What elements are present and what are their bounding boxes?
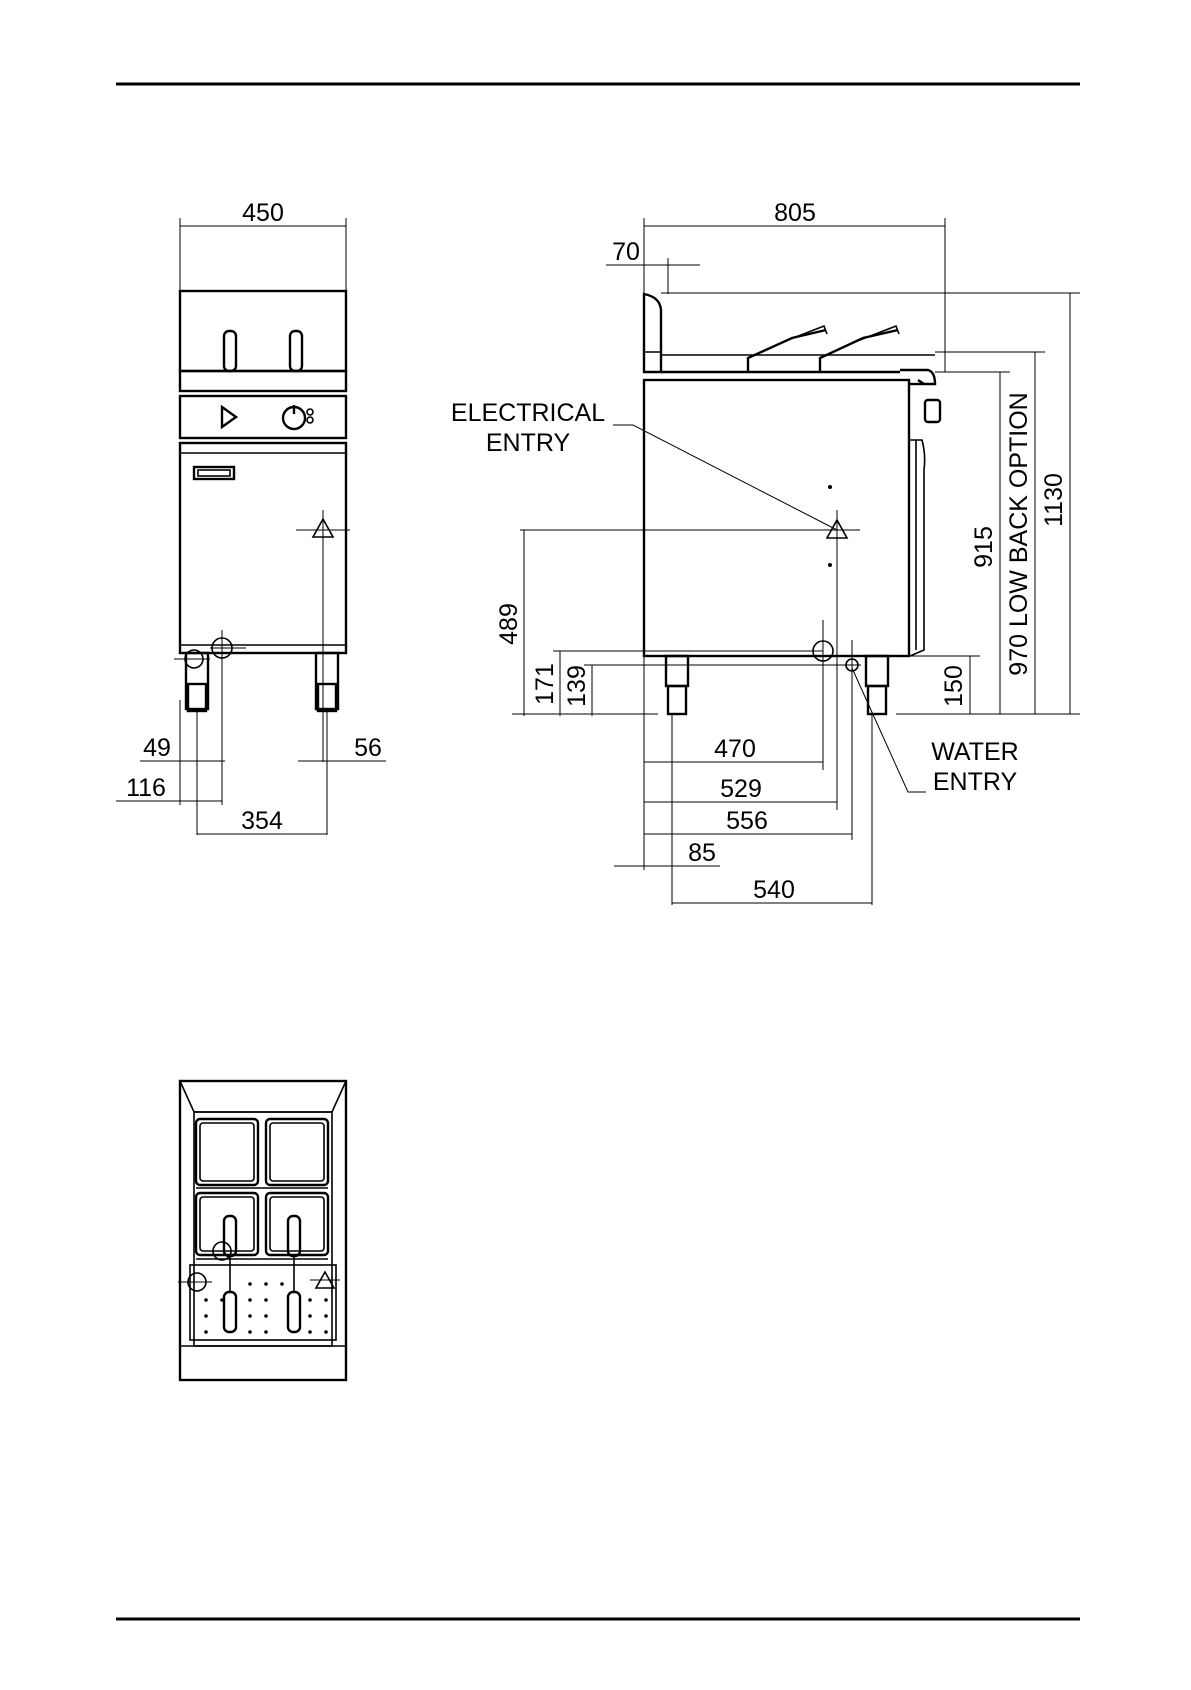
front-basket-handle-right — [290, 331, 302, 371]
plan-control-area — [190, 1265, 336, 1340]
front-basket-handle-left — [224, 331, 236, 371]
dim-470: 470 — [714, 735, 756, 763]
side-view: 805 70 ELECTRICAL ENTRY WATER ENTRY 489 … — [451, 199, 1080, 905]
front-backsplash — [180, 291, 346, 371]
front-view: 450 49 56 116 354 — [116, 199, 386, 835]
dim-116: 116 — [126, 774, 166, 802]
plan-handle-1 — [224, 1216, 236, 1256]
dim-139: 139 — [563, 665, 591, 707]
dim-489: 489 — [495, 603, 523, 645]
dim-171: 171 — [531, 663, 559, 705]
water-entry-label-line2: ENTRY — [933, 768, 1018, 796]
electrical-entry-label-line2: ENTRY — [486, 429, 571, 457]
dim-915: 915 — [970, 526, 998, 568]
water-entry-label-line1: WATER — [931, 738, 1019, 766]
plan-perforation-dots — [204, 1282, 328, 1334]
plan-view — [178, 1081, 346, 1380]
front-cabinet — [180, 443, 346, 653]
dim-56: 56 — [354, 734, 382, 762]
plan-outline — [180, 1081, 346, 1380]
dim-150: 150 — [940, 665, 968, 707]
plan-handle-2 — [288, 1216, 300, 1256]
side-backsplash — [644, 294, 661, 372]
dim-width-450: 450 — [242, 199, 284, 227]
plan-basket-4 — [266, 1193, 328, 1255]
side-control-knob — [925, 400, 940, 422]
plan-basket-1 — [196, 1119, 258, 1185]
front-leg-right — [316, 653, 338, 709]
side-basket-handle-2 — [820, 330, 898, 372]
side-front-lip — [900, 370, 935, 384]
front-top-band — [180, 371, 346, 391]
dim-49: 49 — [143, 734, 171, 762]
brand-badge — [194, 467, 234, 479]
dim-556: 556 — [726, 807, 768, 835]
side-basket-handle-1 — [748, 330, 826, 372]
side-leg-front — [866, 656, 888, 686]
dim-70: 70 — [612, 238, 640, 266]
dim-970-low-back: 970 LOW BACK OPTION — [1005, 392, 1033, 675]
electrical-entry-label-line1: ELECTRICAL — [451, 399, 605, 427]
plan-basket-2 — [266, 1119, 328, 1185]
front-leg-left — [186, 653, 208, 709]
control-panel — [180, 396, 346, 438]
plan-basket-3 — [196, 1193, 258, 1255]
dim-depth-805: 805 — [774, 199, 816, 227]
dim-529: 529 — [720, 775, 762, 803]
electrical-entry-leader — [613, 425, 837, 530]
indicator-light-icon — [222, 407, 236, 427]
dim-354: 354 — [241, 807, 283, 835]
dim-1130: 1130 — [1040, 473, 1068, 527]
side-cabinet — [644, 380, 909, 656]
dim-85: 85 — [688, 839, 716, 867]
dim-540: 540 — [753, 876, 795, 904]
side-leg-rear — [666, 656, 688, 686]
